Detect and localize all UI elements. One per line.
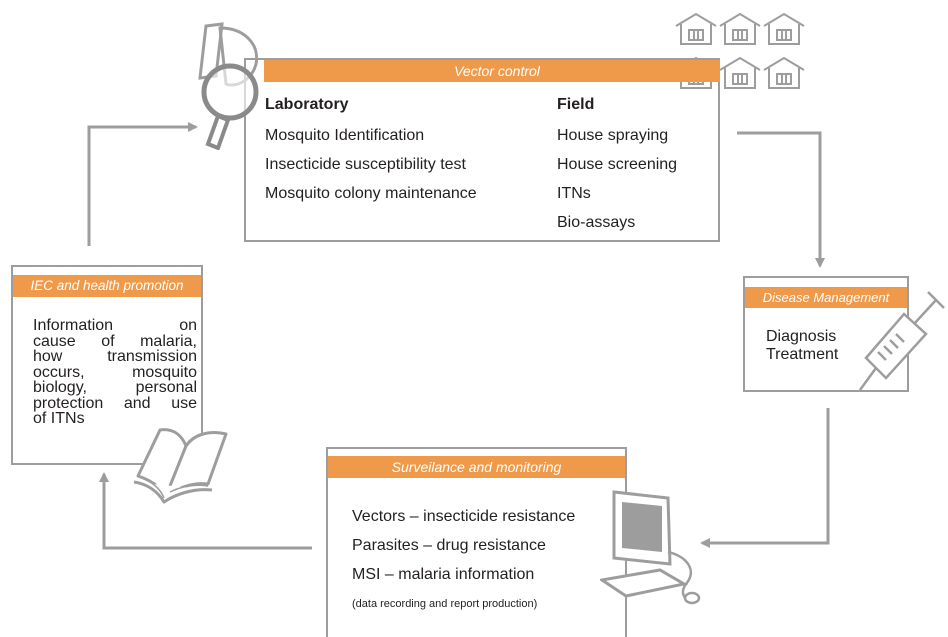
arrow-iec-to-vector [87,122,198,246]
laboratory-heading: Laboratory [265,96,349,113]
disease-item: Treatment [766,346,839,363]
surveillance-item: MSI – malaria information [352,566,535,583]
surveillance-box [326,447,627,637]
iec-body: Information on cause of malaria, how tra… [33,318,197,427]
surveillance-item: Vectors – insecticide resistance [352,508,576,525]
computer-icon [600,490,701,605]
disease-management-title: Disease Management [745,287,907,308]
iec-body-line: how transmission [33,348,197,365]
iec-body-line: occurs, mosquito [33,363,197,381]
iec-body-line: of ITNs [33,410,85,427]
field-item: Bio-assays [557,214,636,231]
lab-item: Mosquito colony maintenance [265,185,477,202]
field-item: House spraying [557,127,669,144]
iec-body-line: Information on [33,317,197,334]
vector-control-box [244,58,720,242]
arrow-disease-to-surveillance [700,408,830,548]
iec-body-line: cause of malaria, [33,332,197,350]
lab-item: Mosquito Identification [265,127,425,144]
field-item: House screening [557,156,678,173]
surveillance-note: (data recording and report production) [352,598,538,610]
field-item: ITNs [557,185,591,202]
syringe-icon [858,291,945,391]
lab-item: Insecticide susceptibility test [265,156,466,173]
disease-item: Diagnosis [766,328,837,345]
magnifier-icon [198,22,259,150]
iec-body-line: biology, personal [33,379,197,396]
iec-body-line: protection and use [33,394,197,412]
book-icon [133,428,228,504]
vector-control-title: Vector control [264,60,720,82]
surveillance-title: Surveilance and monitoring [328,456,625,478]
surveillance-item: Parasites – drug resistance [352,537,546,554]
iec-title: IEC and health promotion [13,275,201,297]
arrow-surveillance-to-iec [99,472,312,550]
field-heading: Field [557,96,595,113]
arrow-vector-to-disease [737,131,825,268]
